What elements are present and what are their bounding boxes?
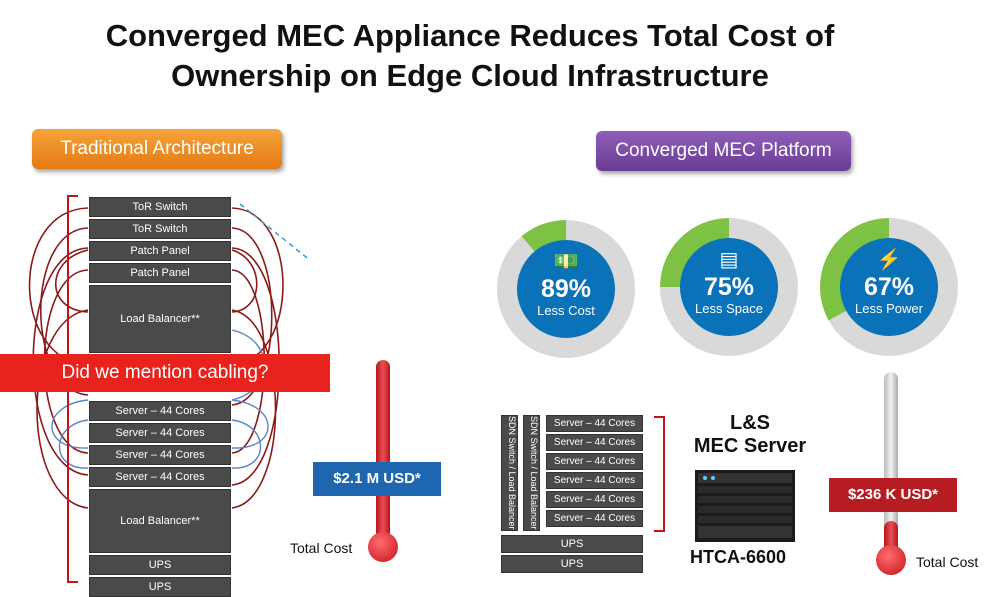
server-chassis-image xyxy=(695,470,795,542)
converged-ups: UPS UPS xyxy=(501,535,643,573)
cabling-banner: Did we mention cabling? xyxy=(0,354,330,392)
ruler-icon: ▤ xyxy=(719,249,739,271)
rack-unit: Patch Panel xyxy=(89,263,231,283)
sdn-switch-label: SDN Switch / Load Balancer xyxy=(501,415,518,531)
rack-unit: UPS xyxy=(89,555,231,575)
donut-power: ⚡ 67% Less Power xyxy=(820,218,958,356)
page-title: Converged MEC Appliance Reduces Total Co… xyxy=(105,18,835,93)
rack-unit: Server – 44 Cores xyxy=(89,423,231,443)
product-line1: L&S xyxy=(730,412,770,434)
rack-unit: UPS xyxy=(501,555,643,573)
thermometer-bulb xyxy=(368,532,398,562)
rack-unit: Server – 44 Cores xyxy=(546,434,643,451)
rack-unit: ToR Switch xyxy=(89,197,231,217)
thermometer-traditional xyxy=(376,360,390,550)
traditional-cost-caption: Total Cost xyxy=(290,540,353,556)
donut-space: ▤ 75% Less Space xyxy=(660,218,798,356)
donut-cost: 💵 89% Less Cost xyxy=(497,220,635,358)
money-icon: 💵 xyxy=(553,251,579,273)
rack-unit: Server – 44 Cores xyxy=(89,445,231,465)
rack-unit: Load Balancer** xyxy=(89,489,231,553)
thermometer-converged xyxy=(884,372,898,557)
stat-value: 75% xyxy=(703,273,755,301)
traditional-rack: ToR Switch ToR Switch Patch Panel Patch … xyxy=(89,197,231,597)
traditional-cost: $2.1 M USD* xyxy=(313,462,441,496)
stat-label: Less Power xyxy=(855,301,923,316)
stat-label: Less Cost xyxy=(537,303,595,318)
rack-unit: UPS xyxy=(501,535,643,553)
rack-unit: Server – 44 Cores xyxy=(89,467,231,487)
product-name: L&S MEC Server xyxy=(690,412,810,458)
rack-unit: UPS xyxy=(89,577,231,597)
rack-unit: Server – 44 Cores xyxy=(546,415,643,432)
traditional-architecture-label: Traditional Architecture xyxy=(32,129,282,169)
product-line2: MEC Server xyxy=(693,435,807,457)
rack-bracket xyxy=(654,416,665,532)
rack-unit: Load Balancer** xyxy=(89,285,231,353)
rack-unit: Server – 44 Cores xyxy=(546,453,643,470)
rack-unit: Patch Panel xyxy=(89,241,231,261)
converged-cost-caption: Total Cost xyxy=(916,554,979,570)
rack-unit: Server – 44 Cores xyxy=(89,401,231,421)
thermometer-bulb xyxy=(876,545,906,575)
model-name: HTCA-6600 xyxy=(690,547,787,567)
converged-rack: Server – 44 Cores Server – 44 Cores Serv… xyxy=(546,415,643,527)
sdn-switch-label: SDN Switch / Load Balancer xyxy=(523,415,540,531)
stat-label: Less Space xyxy=(695,301,763,316)
rack-unit: Server – 44 Cores xyxy=(546,491,643,508)
converged-platform-label: Converged MEC Platform xyxy=(596,131,851,171)
lightning-icon: ⚡ xyxy=(876,249,902,271)
rack-unit: ToR Switch xyxy=(89,219,231,239)
rack-unit: Server – 44 Cores xyxy=(546,472,643,489)
stat-value: 67% xyxy=(863,273,915,301)
rack-unit: Server – 44 Cores xyxy=(546,510,643,527)
converged-cost: $236 K USD* xyxy=(829,478,957,512)
stat-value: 89% xyxy=(540,275,592,303)
